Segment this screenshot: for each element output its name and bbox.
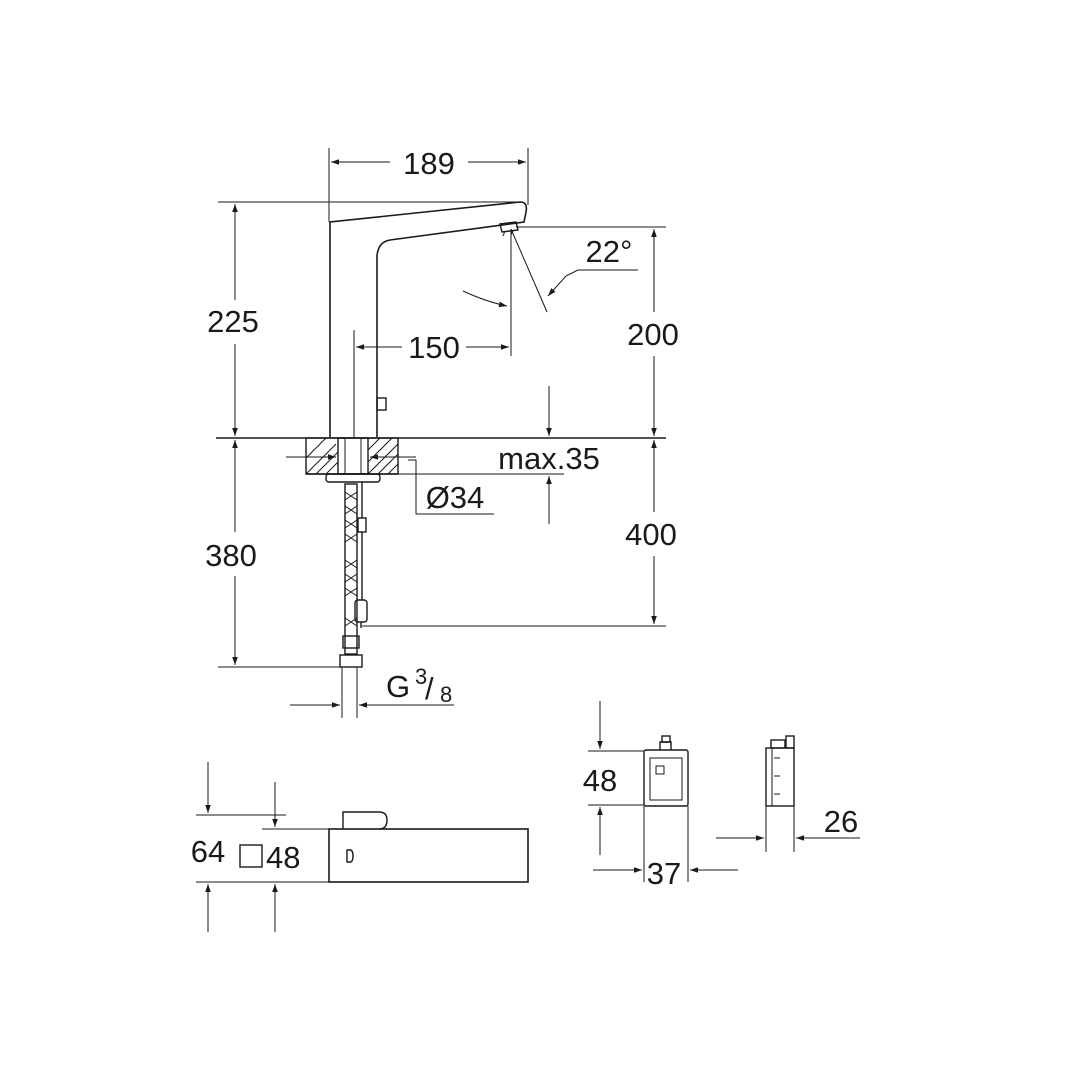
dim-hole-diameter: Ø34 — [426, 480, 485, 515]
faucet-base-view: 64 48 — [191, 762, 529, 932]
faucet-side-view — [216, 201, 666, 668]
mounting-nut — [325, 473, 381, 483]
counter-section — [305, 437, 399, 475]
dim-spout-width: 189 — [403, 146, 455, 181]
dim-thread-denominator: 8 — [440, 682, 452, 707]
mounting-shank — [337, 437, 369, 475]
sensor-box-side-view: 26 — [716, 735, 860, 852]
dim-total-height: 225 — [207, 304, 259, 339]
sensor-cable — [354, 482, 368, 628]
dim-connection-depth: 400 — [625, 517, 677, 552]
dim-sensor-width: 37 — [647, 856, 681, 891]
counter-hatching — [305, 437, 399, 475]
dim-sensor-depth: 26 — [824, 804, 858, 839]
square-symbol-icon — [239, 844, 263, 868]
sensor-box-front-view: 48 37 — [583, 701, 738, 891]
dim-counter-thickness: max.35 — [498, 441, 600, 476]
aerator — [499, 221, 519, 233]
hose-connector — [339, 654, 363, 668]
dim-spout-reach: 150 — [408, 330, 460, 365]
base-block — [328, 828, 529, 883]
angle-arc — [462, 290, 508, 308]
dim-spray-angle: 22° — [586, 234, 633, 269]
dim-spout-height: 200 — [627, 317, 679, 352]
dim-sensor-height: 48 — [583, 763, 617, 798]
faucet-body-outline — [329, 201, 528, 437]
base-sensor-mark — [346, 849, 354, 863]
base-handle — [342, 811, 388, 830]
side-button — [376, 397, 387, 411]
spray-angled — [510, 228, 548, 313]
dim-hose-length: 380 — [205, 538, 257, 573]
dim-thread-slash: / — [425, 671, 434, 706]
dim-thread-numerator: 3 — [415, 664, 427, 689]
dim-base-square: 48 — [266, 840, 300, 875]
sensor-box-side — [765, 747, 795, 807]
sensor-box-front — [643, 749, 689, 807]
dim-base-height: 64 — [191, 834, 225, 869]
main-dimensions: 189 225 200 150 22° max.35 Ø34 380 — [205, 146, 679, 718]
dim-thread-g: G — [386, 669, 410, 704]
braided-hose — [339, 483, 363, 668]
